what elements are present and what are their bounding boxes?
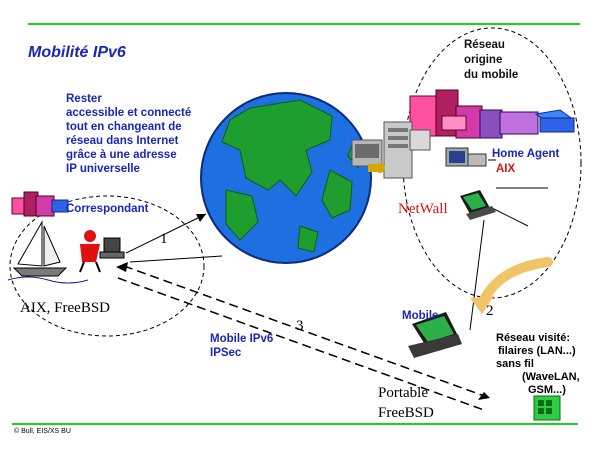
intro-line: IP universelle — [66, 163, 140, 175]
tunnel-line: IPSec — [210, 347, 242, 359]
origin-network-label: Réseau origine du mobile — [464, 38, 518, 83]
intro-line: Rester — [66, 93, 102, 105]
origin-network-line: Réseau — [464, 39, 505, 51]
mobile-device-label: Portable FreeBSD — [378, 383, 434, 423]
correspondent-label: Correspondant — [66, 203, 149, 215]
firewall-label: NetWall — [398, 201, 448, 217]
visited-network-line: filaires (LAN...) — [498, 345, 576, 357]
gsm-device-icon — [533, 395, 561, 421]
sailboat-icon — [7, 220, 89, 284]
bottom-rule — [12, 423, 578, 425]
origin-laptop-icon — [460, 190, 496, 220]
intro-line: accessible et connecté — [66, 107, 192, 119]
tunnel-label: Mobile IPv6 IPSec — [210, 332, 273, 360]
visited-network-line: (WaveLAN, — [522, 371, 580, 383]
home-agent-os: AIX — [496, 163, 516, 175]
visited-network-line: sans fil — [496, 358, 534, 370]
internet-globe-icon — [200, 92, 372, 264]
step-2-label: 2 — [486, 303, 494, 319]
home-agent-label: Home Agent — [492, 148, 560, 160]
correspondent-os: AIX, FreeBSD — [20, 300, 110, 316]
correspondent-network-boundary — [9, 195, 205, 337]
copyright-footer: © Bull, EIS/XS BU — [14, 428, 71, 435]
origin-buildings-icon — [409, 89, 576, 139]
step-1-label: 1 — [160, 231, 168, 247]
correspondent-user-icon — [79, 230, 125, 273]
page-title: Mobilité IPv6 — [28, 44, 126, 61]
correspondent-buildings-icon — [11, 191, 69, 217]
home-agent-workstation-icon — [445, 147, 487, 167]
visited-network-label: Réseau visité: filaires (LAN...) sans fi… — [496, 332, 580, 397]
mobile-device-line: Portable — [378, 385, 428, 401]
mobile-laptop-icon — [408, 312, 462, 358]
visited-network-line: GSM...) — [528, 384, 566, 396]
top-rule — [28, 23, 580, 25]
origin-network-line: du mobile — [464, 69, 519, 81]
mobile-label: Mobile — [402, 310, 439, 322]
intro-line: réseau dans Internet — [66, 135, 179, 147]
step-3-label: 3 — [296, 318, 304, 334]
intro-line: tout en changeant de — [66, 121, 182, 133]
tunnel-line: Mobile IPv6 — [210, 333, 274, 345]
intro-text: Rester accessible et connecté tout en ch… — [66, 92, 191, 176]
flow-lines — [116, 159, 548, 411]
mobile-device-line: FreeBSD — [378, 405, 434, 421]
origin-network-line: origine — [464, 54, 503, 66]
move-arrow-icon — [470, 257, 553, 314]
intro-line: grâce à une adresse — [66, 149, 177, 161]
firewall-server-icon — [351, 121, 431, 179]
visited-network-line: Réseau visité: — [496, 332, 570, 344]
